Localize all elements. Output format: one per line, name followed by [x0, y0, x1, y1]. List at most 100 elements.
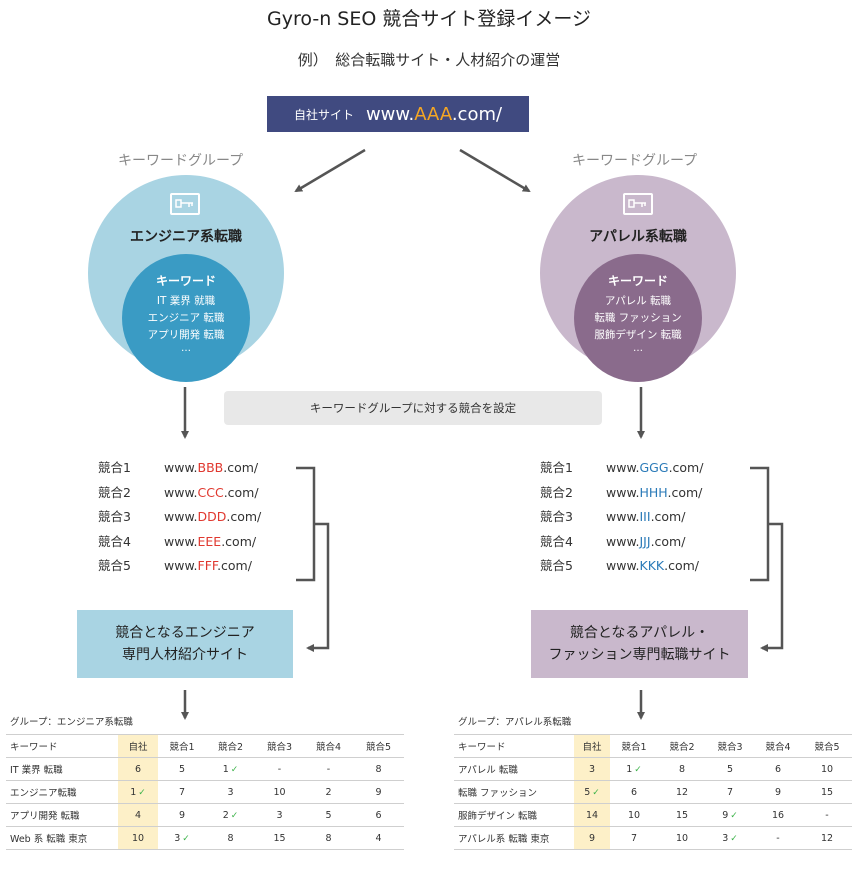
keyword-cell: IT 業界 転職: [6, 757, 118, 781]
own-rank-cell: 14: [574, 803, 610, 827]
key-icon: [623, 193, 653, 215]
competitor-rank-cell: 8: [658, 757, 706, 781]
competitor-rank-cell: 15: [255, 826, 304, 850]
own-site-box: 自社サイト www.AAA.com/: [267, 96, 529, 132]
table-header: 競合2: [206, 734, 255, 758]
table-header: 自社: [574, 734, 610, 758]
own-rank-cell: 4: [118, 803, 158, 827]
own-rank-cell: 10: [118, 826, 158, 850]
competitor-setting-bar: キーワードグループに対する競合を設定: [224, 391, 602, 425]
competitor-rank-cell: 2: [304, 780, 353, 804]
competitor-rank-cell: 16: [754, 803, 802, 827]
own-rank-cell: 5✓: [574, 780, 610, 804]
check-icon: ✓: [592, 787, 600, 798]
competitor-rank-cell: 9: [158, 803, 206, 827]
table-header: 競合1: [158, 734, 206, 758]
own-rank-cell: 1✓: [118, 780, 158, 804]
competitor-rank-cell: 8: [206, 826, 255, 850]
competitor-rank-cell: 6: [754, 757, 802, 781]
competitor-rank-cell: 9: [754, 780, 802, 804]
arrow-to-left-group: [294, 148, 366, 193]
keyword-item: 服飾デザイン 転職: [594, 329, 682, 341]
competitor-rank-cell: 1✓: [206, 757, 255, 781]
left-keyword-circle: キーワード IT 業界 就職 エンジニア 転職 アプリ開発 転職 …: [122, 254, 250, 382]
right-group-name: アパレル系転職: [589, 229, 687, 245]
competitor-rank-cell: 10: [610, 803, 658, 827]
table-header: 競合2: [658, 734, 706, 758]
table-header: 競合5: [353, 734, 404, 758]
keyword-cell: アパレル系 転職 東京: [454, 826, 574, 850]
left-bracket: [296, 466, 316, 582]
competitor-rank-cell: 8: [353, 757, 404, 781]
keyword-item: IT 業界 就職: [156, 295, 216, 307]
keyword-heading: キーワード: [607, 274, 668, 288]
left-table-caption: グループ：エンジニア系転職: [10, 717, 133, 728]
right-result-box: 競合となるアパレル・ ファッション専門転職サイト: [531, 610, 748, 678]
right-keyword-circle: キーワード アパレル 転職 転職 ファッション 服飾デザイン 転職 …: [574, 254, 702, 382]
competitor-rank-cell: 5: [158, 757, 206, 781]
competitor-rank-cell: 12: [802, 826, 852, 850]
result-line: 専門人材紹介サイト: [122, 647, 248, 663]
keyword-cell: 服飾デザイン 転職: [454, 803, 574, 827]
competitor-rank-cell: 8: [304, 826, 353, 850]
keyword-item: エンジニア 転職: [147, 312, 225, 324]
competitor-rank-cell: 5: [706, 757, 754, 781]
own-rank-cell: 9: [574, 826, 610, 850]
competitor-rank-cell: 7: [158, 780, 206, 804]
competitor-rank-cell: 2✓: [206, 803, 255, 827]
table-header: 競合5: [802, 734, 852, 758]
table-header: キーワード: [6, 734, 118, 758]
result-line: 競合となるアパレル・: [569, 625, 710, 641]
right-table-caption: グループ：アパレル系転職: [458, 717, 572, 728]
competitor-rank-cell: 15: [658, 803, 706, 827]
competitor-rank-cell: -: [754, 826, 802, 850]
keyword-cell: Web 系 転職 東京: [6, 826, 118, 850]
own-rank-cell: 3: [574, 757, 610, 781]
competitor-rank-cell: 7: [706, 780, 754, 804]
keyword-ellipsis: …: [633, 343, 643, 354]
left-result-box: 競合となるエンジニア 専門人材紹介サイト: [77, 610, 293, 678]
right-bracket: [750, 466, 770, 582]
result-line: ファッション専門転職サイト: [548, 647, 731, 663]
page-subtitle: 例） 総合転職サイト・人材紹介の運営: [297, 51, 561, 69]
left-bracket-arrow: [306, 522, 330, 652]
competitor-rank-cell: 9: [353, 780, 404, 804]
competitor-rank-cell: 10: [255, 780, 304, 804]
table-header: 自社: [118, 734, 158, 758]
keyword-item: アプリ開発 転職: [147, 329, 225, 341]
check-icon: ✓: [230, 764, 239, 775]
competitor-rank-cell: 1✓: [610, 757, 658, 781]
competitor-rank-cell: 3✓: [158, 826, 206, 850]
check-icon: ✓: [730, 833, 738, 844]
check-icon: ✓: [634, 764, 642, 775]
check-icon: ✓: [230, 810, 239, 821]
key-icon: [170, 193, 200, 215]
left-group-label: キーワードグループ: [118, 153, 244, 169]
result-line: 競合となるエンジニア: [115, 625, 255, 641]
own-site-url: www.AAA.com/: [365, 103, 503, 125]
competitor-rank-cell: -: [255, 757, 304, 781]
competitor-rank-cell: 6: [353, 803, 404, 827]
table-header: 競合1: [610, 734, 658, 758]
competitor-rank-cell: 7: [610, 826, 658, 850]
table-header-row: キーワード 自社 競合1 競合2 競合3 競合4 競合5: [6, 734, 404, 758]
right-group-label: キーワードグループ: [572, 153, 698, 169]
table-header: 競合3: [255, 734, 304, 758]
competitor-rank-cell: 9✓: [706, 803, 754, 827]
